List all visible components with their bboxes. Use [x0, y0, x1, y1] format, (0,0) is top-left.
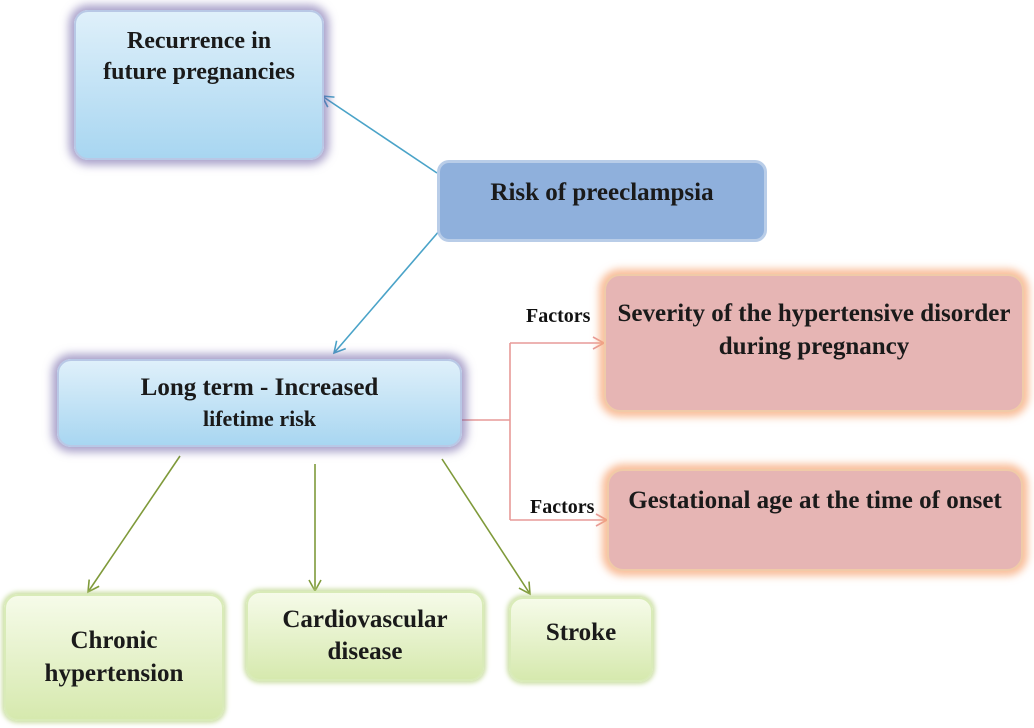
long-term-risk-node: Long term - Increased lifetime risk [57, 359, 462, 447]
risk-label: Risk of preeclampsia [490, 179, 714, 206]
stroke-label: Stroke [545, 619, 617, 646]
arrow-longterm-to-stroke [441, 458, 531, 596]
factors-label-severity: Factors [526, 305, 591, 327]
chronic-hypertension-node: Chronic hypertension [4, 594, 224, 721]
recurrence-node: Recurrence in future pregnancies [74, 10, 324, 160]
chronic-label: Chronic hypertension [44, 627, 184, 687]
arrow-risk-to-longterm [332, 229, 441, 355]
long-term-label-line1: Long term - Increased [140, 374, 379, 402]
long-term-label-line2: lifetime risk [202, 405, 316, 431]
cardio-label: Cardiovascular disease [282, 605, 448, 666]
risk-of-preeclampsia-node: Risk of preeclampsia [437, 160, 767, 242]
arrow-longterm-to-chronic [87, 455, 181, 594]
recurrence-label: Recurrence in future pregnancies [103, 28, 295, 86]
stroke-node: Stroke [509, 597, 653, 682]
gestational-age-node: Gestational age at the time of onset [607, 469, 1023, 571]
connector-longterm-to-factors [462, 343, 511, 520]
severity-node: Severity of the hypertensive disorder du… [604, 274, 1024, 412]
cardiovascular-disease-node: Cardiovascular disease [246, 591, 484, 681]
arrow-risk-to-recurrence [320, 95, 438, 174]
severity-label: Severity of the hypertensive disorder du… [617, 300, 1011, 360]
gestational-label: Gestational age at the time of onset [628, 487, 1002, 514]
factors-label-gestational: Factors [530, 496, 595, 518]
